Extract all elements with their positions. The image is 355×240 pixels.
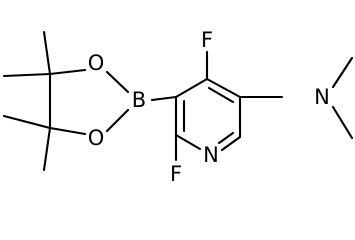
atom-fluorine-bottom: F xyxy=(170,162,182,186)
bond-c5-c4 xyxy=(205,77,242,99)
bond-o2-c xyxy=(48,126,87,136)
atom-fluorine-top: F xyxy=(201,28,213,52)
molecule-drawing: F F N N B O O xyxy=(2,28,354,186)
atom-oxygen-top: O xyxy=(88,51,105,75)
bond-c3-b xyxy=(150,95,178,102)
bond-o1-c xyxy=(48,68,87,76)
bond-methyl-1 xyxy=(42,30,52,76)
bond-n-methyl-up xyxy=(331,56,354,89)
bond-n-methyl-down xyxy=(331,105,354,140)
atom-ring-nitrogen: N xyxy=(203,143,219,167)
bond-c4-c3 xyxy=(174,77,209,99)
bond-methyl-4 xyxy=(42,126,52,172)
bond-methyl-3 xyxy=(2,114,52,130)
bond-n1-c6 xyxy=(220,135,242,152)
bond-c2-n1 xyxy=(174,133,202,151)
bond-n1-c6-double xyxy=(217,131,235,145)
structure-diagram: F F N N B O O xyxy=(2,28,354,186)
bond-b-o2 xyxy=(105,108,130,133)
bond-methyl-2 xyxy=(2,72,52,78)
atom-boron: B xyxy=(132,88,146,112)
bond-c5-c4-double xyxy=(207,86,235,104)
atom-amine-nitrogen: N xyxy=(314,85,330,109)
atom-oxygen-bottom: O xyxy=(88,126,105,150)
bond-b-o1 xyxy=(105,70,130,94)
